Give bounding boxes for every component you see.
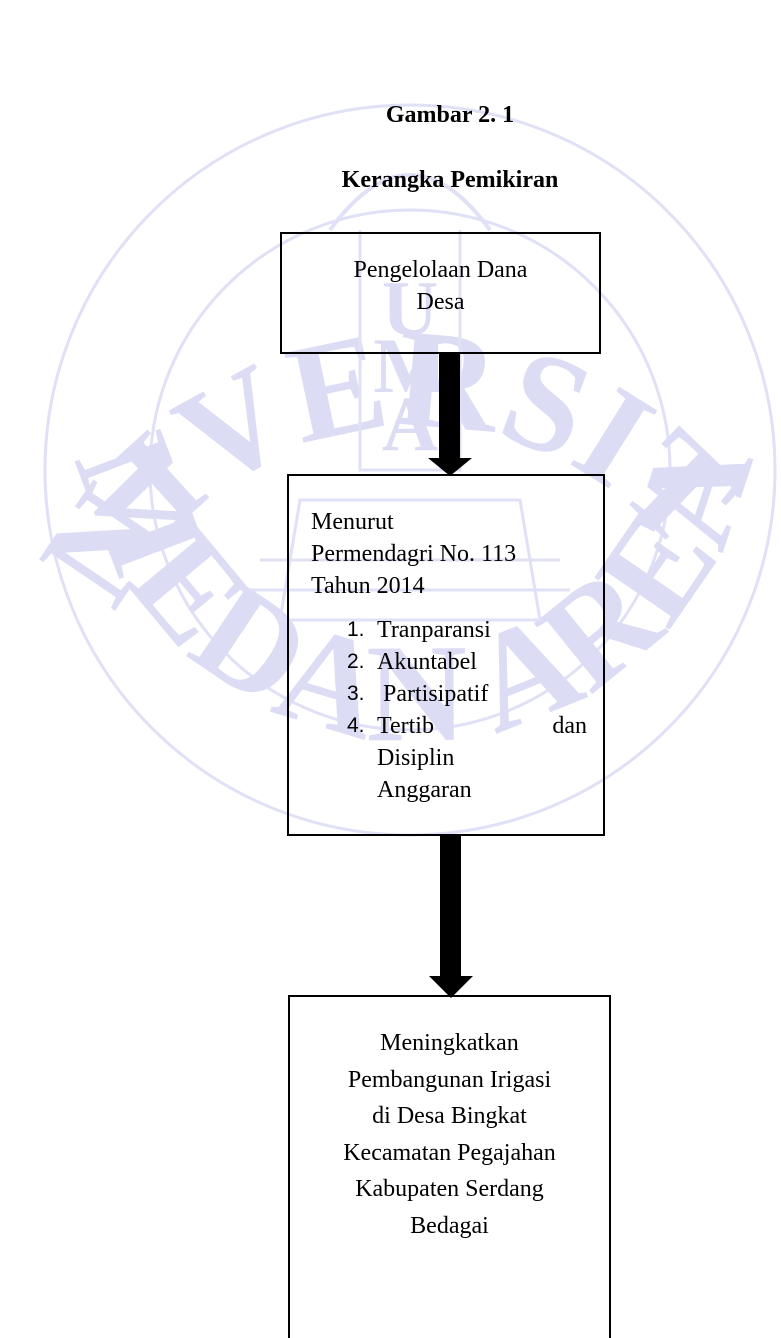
box-bottom-line-4: Kecamatan Pegajahan bbox=[343, 1139, 556, 1166]
box-bottom-line-5: Kabupaten Serdang bbox=[355, 1176, 544, 1202]
arrow-top-to-middle bbox=[428, 354, 472, 476]
box-bottom-line-3: di Desa Bingkat bbox=[372, 1103, 527, 1129]
box-pembangunan-irigasi: Meningkatkan Pembangunan Irigasi di Desa… bbox=[288, 995, 611, 1338]
box-bottom-line-6: Bedagai bbox=[410, 1212, 489, 1239]
arrow-middle-to-bottom bbox=[429, 836, 473, 998]
box-bottom-line-2: Pembangunan Irigasi bbox=[347, 1066, 552, 1093]
box-bottom-line-1: Meningkatkan bbox=[380, 1030, 519, 1056]
